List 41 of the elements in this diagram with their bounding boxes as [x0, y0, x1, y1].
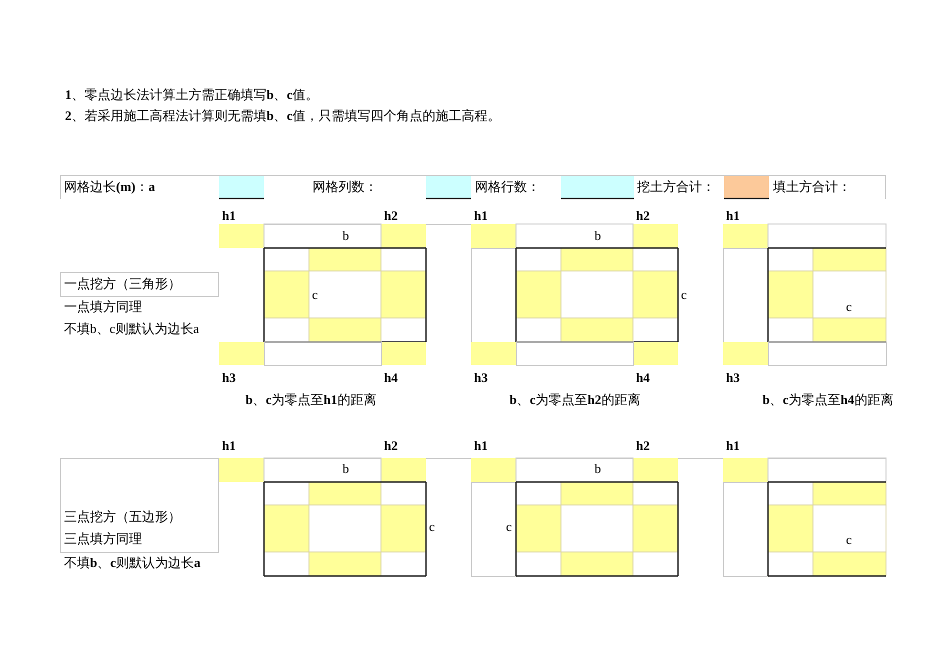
- corner-label: h1: [726, 208, 740, 224]
- dimension-label: b: [594, 461, 601, 477]
- corner-label: h4: [384, 370, 398, 386]
- dimension-label: c: [846, 299, 852, 315]
- field-label: 挖土方合计：: [637, 179, 715, 195]
- dimension-label: b: [342, 228, 349, 244]
- corner-label: h1: [474, 438, 488, 454]
- note-text: 不填b、c则默认为边长a: [64, 321, 200, 337]
- note-text: 三点挖方（五边形）: [64, 509, 181, 525]
- note-text: 三点填方同理: [64, 531, 142, 547]
- instruction-text: 1、零点边长法计算土方需正确填写b、c值。: [65, 87, 319, 103]
- corner-label: h3: [726, 370, 740, 386]
- note-text: 一点挖方（三角形）: [64, 276, 181, 292]
- corner-label: h1: [474, 208, 488, 224]
- corner-label: h3: [474, 370, 488, 386]
- instruction-text: 2、若采用施工高程法计算则无需填b、c值，只需填写四个角点的施工高程。: [65, 108, 501, 124]
- note-text: 一点填方同理: [64, 299, 142, 315]
- corner-label: h2: [636, 208, 650, 224]
- corner-label: h4: [636, 370, 650, 386]
- caption-text: b、c为零点至h4的距离: [762, 392, 894, 408]
- corner-label: h2: [384, 438, 398, 454]
- corner-label: h3: [222, 370, 236, 386]
- corner-label: h1: [222, 208, 236, 224]
- dimension-label: c: [846, 532, 852, 548]
- caption-text: b、c为零点至h1的距离: [246, 392, 376, 408]
- corner-label: h1: [222, 438, 236, 454]
- dimension-label: c: [312, 287, 318, 303]
- dimension-label: b: [342, 461, 349, 477]
- corner-label: h2: [636, 438, 650, 454]
- field-label: 网格行数：: [475, 179, 540, 195]
- field-label: 网格列数：: [312, 179, 378, 195]
- dimension-label: c: [429, 519, 435, 535]
- note-text: 不填b、c则默认为边长a: [64, 555, 201, 571]
- dimension-label: c: [681, 287, 687, 303]
- field-label: 填土方合计：: [773, 179, 851, 195]
- caption-text: b、c为零点至h2的距离: [510, 392, 640, 408]
- dimension-label: b: [594, 228, 601, 244]
- field-label: 网格边长(m)：a: [64, 179, 155, 195]
- dimension-label: c: [506, 519, 512, 535]
- corner-label: h1: [726, 438, 740, 454]
- corner-label: h2: [384, 208, 398, 224]
